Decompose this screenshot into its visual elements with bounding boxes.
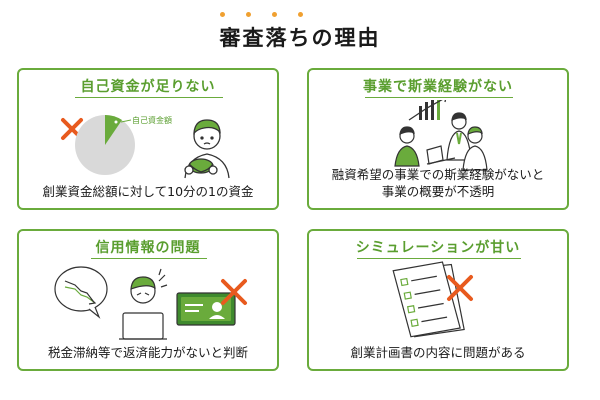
cross-icon — [447, 275, 473, 301]
illustration-checklist — [392, 261, 473, 338]
card-title: シミュレーションが甘い — [355, 240, 521, 256]
cross-icon — [221, 279, 247, 305]
illustration-meeting — [394, 100, 488, 171]
card-caption: 創業資金総額に対して10分の1の資金 — [42, 184, 254, 199]
title-underline — [75, 97, 223, 98]
card-title: 事業で斯業経験がない — [363, 79, 513, 95]
title-underline — [91, 258, 207, 259]
reason-card-simulation: シミュレーションが甘い 創業計画書の内容に問題がある — [307, 229, 569, 371]
pie-leader-line — [120, 119, 132, 123]
card-title: 信用情報の問題 — [95, 240, 201, 256]
title-underline — [357, 258, 521, 259]
caption-line-2: 事業の概要が不透明 — [381, 184, 495, 199]
caption-line-1: 融資希望の事業での斯業経験がないと — [331, 167, 545, 182]
reason-card-experience: 事業で斯業経験がない 融資希望の事業での斯業経験がないと — [307, 68, 569, 210]
worried-person-icon — [184, 119, 230, 179]
growth-chart-icon — [408, 100, 447, 121]
checklist-document-icon — [392, 261, 465, 338]
card-caption: 融資希望の事業での斯業経験がないと 事業の概要が不透明 — [309, 166, 567, 200]
card-caption: 創業計画書の内容に問題がある — [350, 345, 526, 360]
title-decoration-dots — [220, 12, 308, 20]
stressed-person-laptop-icon — [119, 268, 168, 340]
card-title: 自己資金が足りない — [80, 79, 216, 95]
id-card-icon — [176, 292, 236, 326]
page-title: 審査落ちの理由 — [219, 26, 381, 50]
declining-chart-bubble-icon — [54, 266, 108, 319]
reason-card-credit: 信用情報の問題 — [17, 229, 279, 371]
business-people-icon — [394, 112, 488, 171]
pie-chart-icon — [75, 114, 135, 175]
reason-card-own-funds: 自己資金が足りない 自己資金額 創業資金総額に対して10分の1の資金 — [17, 68, 279, 210]
title-underline — [365, 97, 513, 98]
illustration-pie-person: 自己資金額 — [61, 114, 230, 179]
pie-label: 自己資金額 — [132, 115, 172, 125]
card-caption: 税金滞納等で返済能力がないと判断 — [47, 345, 248, 360]
illustration-credit — [54, 266, 247, 340]
